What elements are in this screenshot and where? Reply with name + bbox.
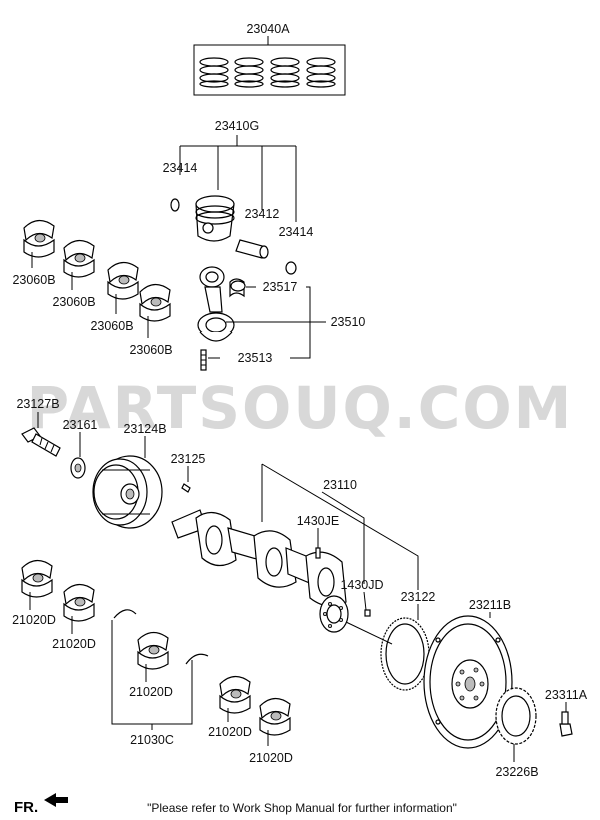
label-23414-a: 23414 — [163, 161, 198, 175]
label-23110: 23110 — [323, 478, 357, 492]
label-23517: 23517 — [263, 280, 298, 294]
plug-1430JD[interactable] — [364, 609, 371, 617]
label-23410G: 23410G — [215, 119, 259, 133]
label-1430JD: 1430JD — [340, 578, 383, 592]
rod-bolt[interactable] — [200, 349, 207, 371]
label-21020D-5: 21020D — [249, 751, 293, 765]
label-23161: 23161 — [63, 418, 98, 432]
label-23040A: 23040A — [246, 22, 290, 36]
label-21020D-1: 21020D — [12, 613, 56, 627]
footer-note: "Please refer to Work Shop Manual for fu… — [147, 801, 457, 815]
label-23060B-2: 23060B — [52, 295, 95, 309]
drive-plate[interactable] — [423, 615, 513, 749]
piston[interactable] — [195, 195, 235, 242]
thrust-washer-right[interactable] — [185, 653, 209, 665]
label-23513: 23513 — [238, 351, 273, 365]
snap-ring-right[interactable] — [285, 261, 297, 275]
label-21020D-3: 21020D — [129, 685, 173, 699]
label-23412: 23412 — [245, 207, 280, 221]
bearing-23060B-4[interactable] — [139, 283, 171, 338]
label-23060B-4: 23060B — [129, 343, 172, 357]
label-23124B: 23124B — [123, 422, 166, 436]
label-23125: 23125 — [171, 452, 206, 466]
label-21020D-2: 21020D — [52, 637, 96, 651]
label-23414-b: 23414 — [279, 225, 314, 239]
main-bearing-21020D-4[interactable] — [219, 675, 251, 722]
drive-plate-bolt[interactable] — [559, 711, 573, 737]
woodruff-key[interactable] — [181, 483, 191, 493]
plug-1430JE[interactable] — [315, 547, 321, 559]
bearing-23060B-1[interactable] — [23, 219, 55, 268]
piston-ring-set[interactable] — [193, 44, 346, 96]
connecting-rod[interactable] — [197, 266, 235, 342]
label-23060B-3: 23060B — [90, 319, 133, 333]
label-21030C: 21030C — [130, 733, 174, 747]
crank-sprocket[interactable] — [380, 617, 430, 691]
pulley-washer[interactable] — [70, 457, 86, 479]
damper-pulley[interactable] — [92, 455, 163, 529]
forward-arrow-icon — [44, 793, 68, 807]
label-1430JE: 1430JE — [297, 514, 339, 528]
thrust-washer-left[interactable] — [113, 609, 137, 619]
crankshaft[interactable] — [171, 509, 349, 633]
main-bearing-21020D-1[interactable] — [21, 559, 53, 610]
label-23510: 23510 — [331, 315, 366, 329]
snap-ring-left[interactable] — [170, 198, 180, 212]
direction-label: FR. — [14, 799, 38, 816]
label-23311A: 23311A — [545, 688, 588, 702]
label-23211B: 23211B — [469, 598, 511, 612]
label-21020D-4: 21020D — [208, 725, 252, 739]
main-bearing-21020D-3[interactable] — [137, 631, 169, 682]
label-23127B: 23127B — [16, 397, 59, 411]
piston-pin[interactable] — [235, 239, 269, 259]
pulley-bolt[interactable] — [21, 427, 61, 457]
bearing-23060B-2[interactable] — [63, 239, 95, 290]
watermark: PARTSOUQ.COM — [27, 374, 574, 442]
bearing-23060B-3[interactable] — [107, 261, 139, 314]
label-23122: 23122 — [401, 590, 436, 604]
adapter-plate[interactable] — [495, 687, 537, 745]
label-23226B: 23226B — [495, 765, 538, 779]
label-23060B-1: 23060B — [12, 273, 55, 287]
main-bearing-21020D-5[interactable] — [259, 697, 291, 746]
main-bearing-21020D-2[interactable] — [63, 583, 95, 634]
rod-bearing-pair[interactable] — [229, 278, 246, 298]
